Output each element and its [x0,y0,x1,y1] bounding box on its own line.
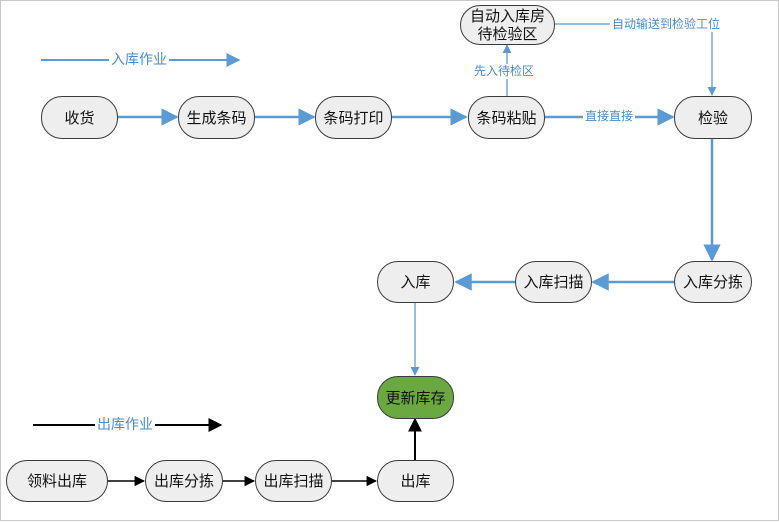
node-label: 条码粘贴 [476,108,537,127]
node-fenjian-out: 出库分拣 [145,460,223,502]
node-label: 条码打印 [323,108,384,127]
node-saomiao-in: 入库扫描 [515,261,592,303]
node-zhantie: 条码粘贴 [468,96,545,139]
node-gengxin: 更新库存 [377,376,454,419]
node-label: 检验 [697,108,728,127]
node-label: 出库扫描 [263,472,324,490]
node-label: 入库扫描 [523,273,584,291]
node-zidong: 自动入库房 待检验区 [460,5,555,45]
legend-inbound-label: 入库作业 [109,52,169,68]
legend-outbound-label: 出库作业 [95,417,155,433]
node-label: 出库 [400,472,431,490]
node-fenjian-in: 入库分拣 [674,261,752,303]
node-label: 收货 [64,108,95,127]
node-label: 生成条码 [186,108,247,127]
node-label: 领料出库 [26,472,87,490]
edge-label-xianru: 先入待检区 [472,64,537,79]
node-lingliao: 领料出库 [6,460,108,502]
node-label: 更新库存 [385,388,446,407]
node-label: 出库分拣 [153,472,214,490]
node-ruku: 入库 [377,261,454,303]
edge-label-zhijie: 直接直接 [583,109,636,124]
node-label: 入库 [400,273,431,291]
node-jianyan: 检验 [674,96,752,139]
edge-zidong-jianyan [555,23,717,96]
edge-label-zidong: 自动输送到检验工位 [610,17,723,32]
node-chuku: 出库 [377,460,454,502]
node-shengcheng: 生成条码 [178,96,255,139]
node-label: 自动入库房 待检验区 [469,7,545,43]
node-label: 入库分拣 [682,273,743,291]
node-shouhuo: 收货 [41,96,118,139]
node-saomiao-out: 出库扫描 [255,460,332,502]
node-dayin: 条码打印 [315,96,392,139]
